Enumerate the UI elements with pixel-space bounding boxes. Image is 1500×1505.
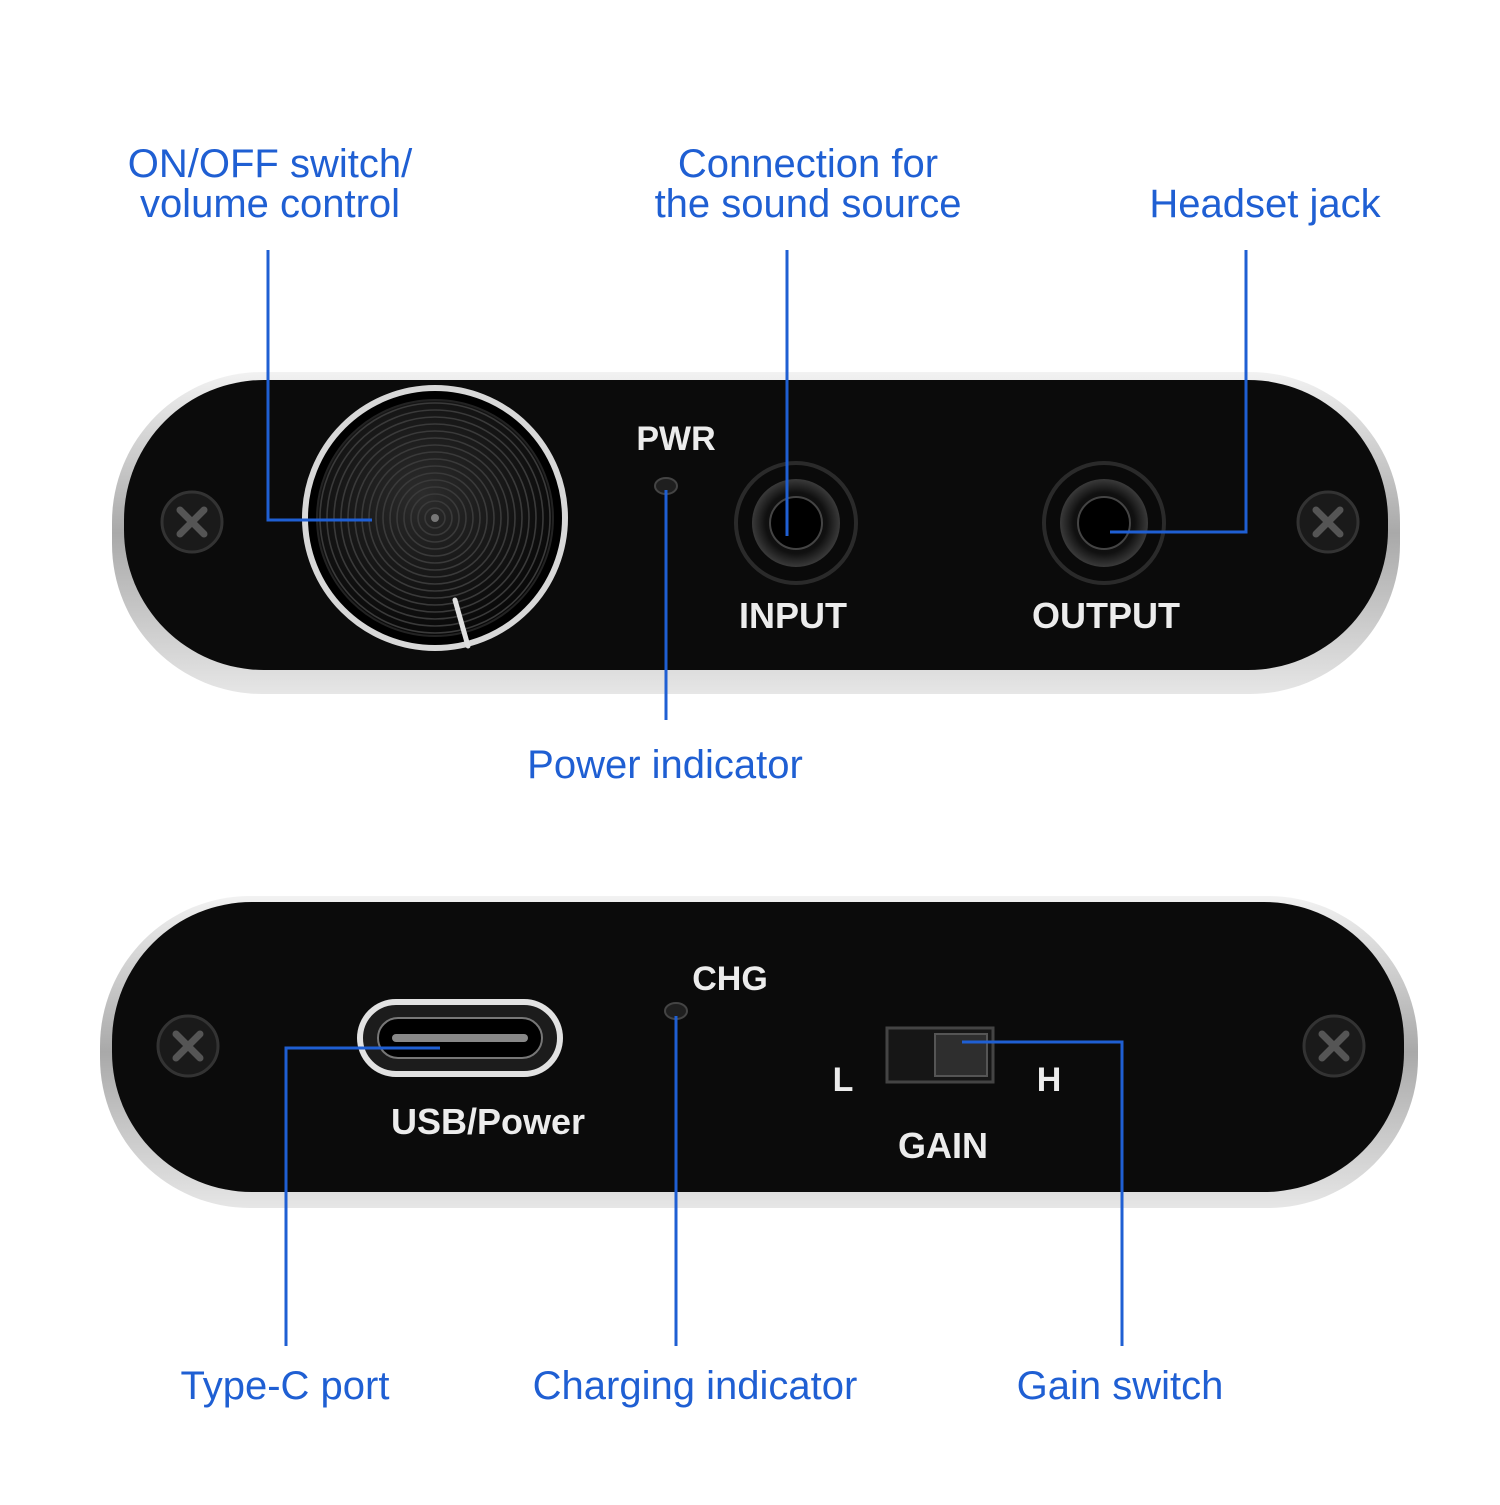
power-indicator-callout: Power indicator xyxy=(480,745,850,785)
pwr-label: PWR xyxy=(636,420,715,458)
connection-callout-line2: the sound source xyxy=(654,182,962,226)
knob-groove xyxy=(347,430,523,606)
knob-groove xyxy=(389,472,481,564)
chg-label: CHG xyxy=(692,960,768,998)
charging-indicator-callout-text: Charging indicator xyxy=(532,1364,858,1408)
screw-icon xyxy=(156,1014,220,1078)
headset-callout: Headset jack xyxy=(1110,184,1420,224)
gain-high-label: H xyxy=(1037,1061,1062,1099)
charging-indicator-callout: Charging indicator xyxy=(480,1366,910,1406)
knob-groove xyxy=(417,500,453,536)
type-c-port[interactable] xyxy=(357,999,563,1077)
knob-groove xyxy=(382,465,488,571)
type-c-callout: Type-C port xyxy=(140,1366,430,1406)
type-c-callout-text: Type-C port xyxy=(180,1364,390,1408)
type-c-leader-line xyxy=(284,1046,440,1346)
volume-knob[interactable] xyxy=(302,385,568,651)
knob-groove xyxy=(375,458,495,578)
gain-low-label: L xyxy=(833,1061,854,1099)
gain-switch-callout-text: Gain switch xyxy=(1016,1364,1224,1408)
onoff-leader-line xyxy=(266,250,372,522)
onoff-callout-line1: ON/OFF switch/ xyxy=(127,142,413,186)
knob-groove xyxy=(326,409,544,627)
knob-indicator xyxy=(452,597,471,649)
gain-switch-leader-line xyxy=(962,1040,1124,1346)
knob-groove xyxy=(424,507,446,529)
knob-groove xyxy=(361,444,509,592)
output-jack[interactable] xyxy=(1042,461,1166,585)
output-label: OUTPUT xyxy=(1032,595,1180,636)
knob-groove xyxy=(396,479,474,557)
knob-groove xyxy=(319,402,551,634)
onoff-callout-line2: volume control xyxy=(139,182,401,226)
screw-icon xyxy=(1302,1014,1366,1078)
knob-groove xyxy=(354,437,516,599)
input-jack[interactable] xyxy=(734,461,858,585)
knob-groove xyxy=(340,423,530,613)
back-faceplate xyxy=(112,902,1404,1192)
knob-groove xyxy=(403,486,467,550)
screw-icon xyxy=(1296,490,1360,554)
leader-lines xyxy=(266,250,1248,1346)
knob-groove xyxy=(333,416,537,620)
onoff-callout: ON/OFF switch/ volume control xyxy=(60,144,480,224)
gain-switch-callout: Gain switch xyxy=(980,1366,1260,1406)
power-indicator-callout-text: Power indicator xyxy=(527,743,803,787)
screw-icon xyxy=(160,490,224,554)
connection-callout-line1: Connection for xyxy=(677,142,939,186)
input-label: INPUT xyxy=(739,595,847,636)
gain-switch[interactable] xyxy=(885,1026,995,1084)
back-panel: USB/Power CHG L H GAIN xyxy=(100,896,1418,1208)
connection-callout: Connection for the sound source xyxy=(598,144,1018,224)
headset-leader-line xyxy=(1110,250,1248,534)
knob-groove xyxy=(410,493,460,543)
front-panel: PWR INPUT OUTPUT xyxy=(112,372,1400,694)
headset-callout-text: Headset jack xyxy=(1149,182,1381,226)
knob-groove xyxy=(368,451,502,585)
gain-label: GAIN xyxy=(898,1125,988,1166)
usb-power-label: USB/Power xyxy=(391,1101,585,1142)
